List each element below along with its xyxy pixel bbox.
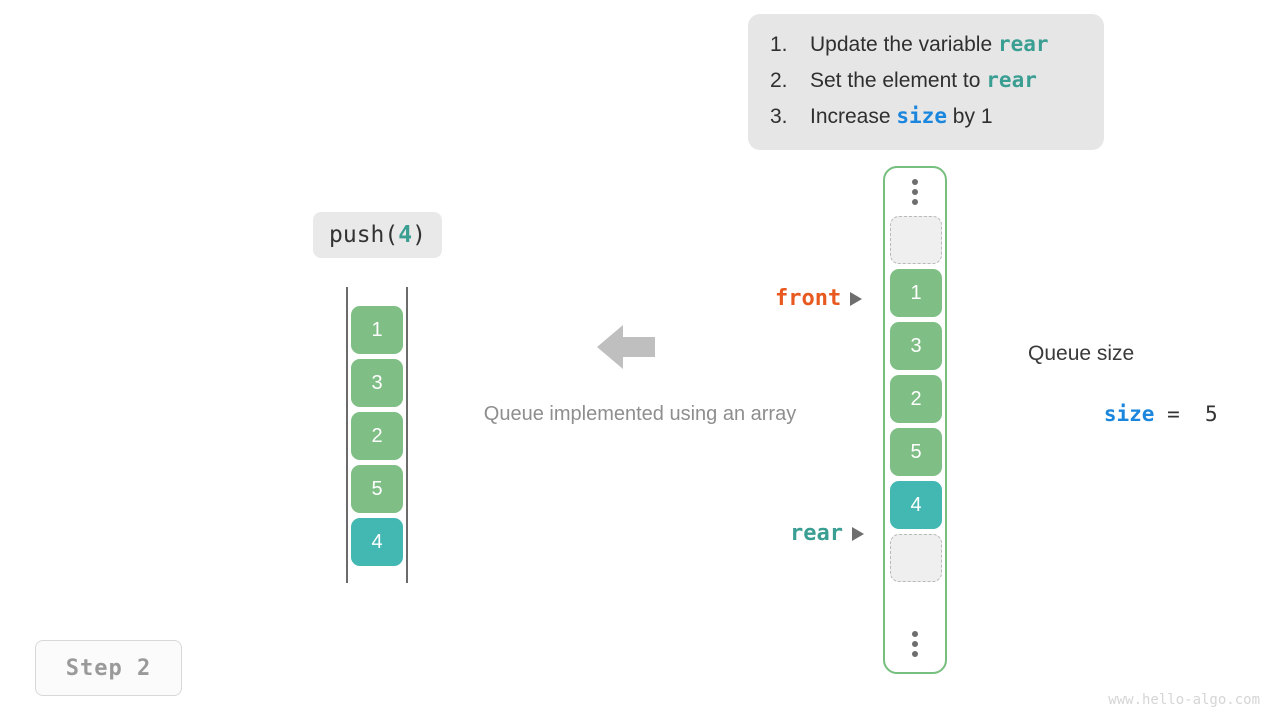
array-cell-empty: [890, 534, 942, 582]
instruction-card: 1. Update the variable rear 2. Set the e…: [748, 14, 1104, 150]
arrow-right-icon: [850, 291, 863, 306]
array-cell: 2: [351, 412, 403, 460]
instruction-code-rear: rear: [997, 32, 1049, 56]
rear-pointer-label: rear: [790, 521, 843, 546]
instruction-item-1: 1. Update the variable rear: [748, 32, 1104, 68]
step-badge: Step 2: [35, 640, 182, 696]
queue-size-expression: size = 5: [1028, 378, 1228, 450]
instruction-code-rear: rear: [986, 68, 1037, 92]
array-cell: 3: [351, 359, 403, 407]
instruction-text: Set the element to: [810, 69, 987, 92]
array-container: 1 3 2 5 4: [883, 166, 947, 674]
array-cell: 2: [890, 375, 942, 423]
watermark: www.hello-algo.com: [1108, 692, 1260, 708]
ellipsis-bottom-icon: [885, 620, 945, 668]
instruction-number: 3.: [770, 105, 788, 128]
instruction-item-3: 3. Increase size by 1: [748, 104, 1104, 140]
instruction-number: 1.: [770, 33, 788, 56]
arrow-right-icon: [851, 526, 864, 541]
right-rail: [406, 287, 408, 583]
instruction-text: Increase: [810, 105, 897, 128]
array-cell: 4: [351, 518, 403, 566]
instruction-text: Update the variable: [810, 33, 998, 56]
operation-argument: 4: [398, 222, 413, 248]
queue-size-title: Queue size: [1028, 342, 1135, 365]
array-cell: 5: [351, 465, 403, 513]
instruction-number: 2.: [770, 69, 788, 92]
array-cell: 5: [890, 428, 942, 476]
front-pointer: front: [775, 286, 863, 311]
array-cell: 1: [351, 306, 403, 354]
size-value: = 5: [1154, 402, 1218, 426]
rear-pointer: rear: [790, 521, 864, 546]
diagram-caption: Queue implemented using an array: [483, 403, 797, 425]
array-cell: 4: [890, 481, 942, 529]
array-cell: 3: [890, 322, 942, 370]
instruction-item-2: 2. Set the element to rear: [748, 68, 1104, 104]
left-queue-diagram: 1 3 2 5 4: [346, 287, 408, 583]
queue-size-panel: Queue size size = 5: [1028, 342, 1228, 450]
array-cells: 1 3 2 5 4: [890, 216, 942, 587]
left-arrow-icon: [597, 323, 655, 371]
left-rail: [346, 287, 348, 583]
size-variable: size: [1103, 402, 1155, 426]
left-queue-cells: 1 3 2 5 4: [351, 306, 403, 571]
operation-paren-close: ): [412, 222, 426, 248]
front-pointer-label: front: [775, 286, 842, 311]
operation-label: push(4): [313, 212, 442, 258]
instruction-code-size: size: [896, 104, 947, 128]
array-cell: 1: [890, 269, 942, 317]
operation-name: push(: [329, 222, 399, 248]
array-cell-empty: [890, 216, 942, 264]
instruction-text-suffix: by 1: [946, 105, 993, 128]
ellipsis-top-icon: [885, 168, 945, 216]
